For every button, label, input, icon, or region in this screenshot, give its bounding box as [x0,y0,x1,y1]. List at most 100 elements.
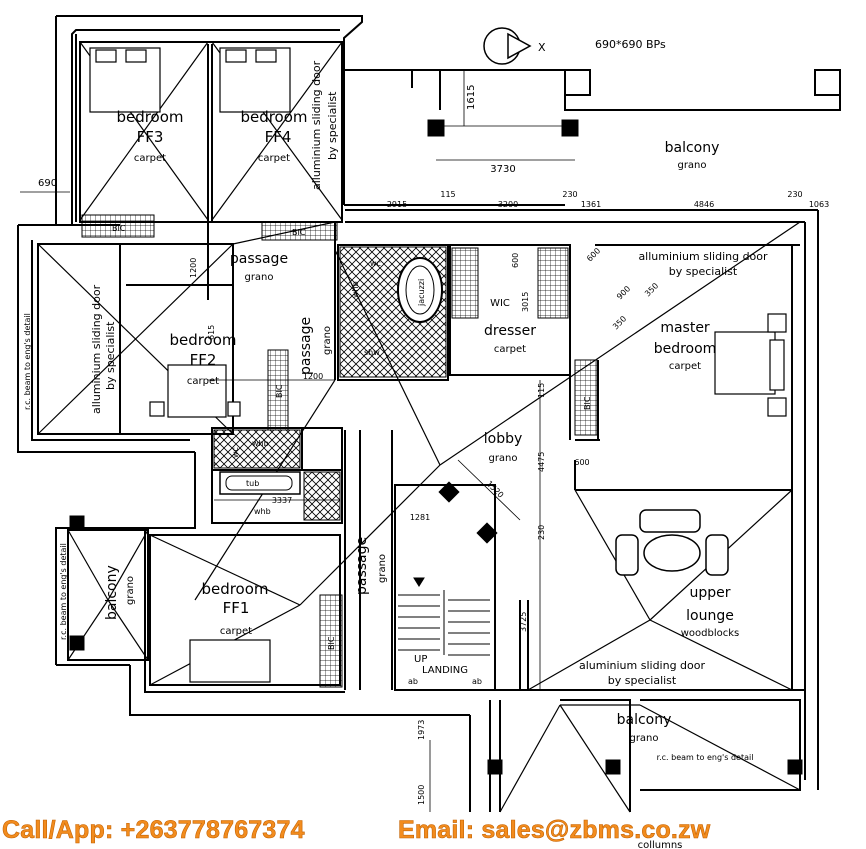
note-sliding-bottom-line1: aluminium sliding door [579,659,706,672]
dim-230b: 230 [787,190,802,199]
room-ff3-finish: carpet [134,153,166,164]
room-lounge-line2: lounge [686,608,734,624]
note-bps: 690*690 BPs [595,38,666,51]
bic-label-master: BIC [583,396,592,410]
room-lounge-finish: woodblocks [681,628,740,639]
dim-900: 900 [615,284,632,301]
note-sliding-left-line1: alluminium sliding door [90,284,103,414]
bic-label-ff2: BIC [275,384,284,398]
note-sliding-bottom-line2: by specialist [608,674,677,687]
dim-615: 615 [207,325,216,340]
note-beam-left1: r.c. beam to eng's detail [23,313,32,410]
jacuzzi-label: jacuzzi [417,279,426,307]
note-sliding-master-line1: alluminium sliding door [638,250,768,263]
room-lobby-finish: grano [488,453,517,464]
dim-3725: 3725 [519,612,528,632]
fixture-labels: BIC BIC BIC BIC BIC wc whb shw jacuzzi w… [112,224,592,650]
bic-cupboards [81,214,598,688]
room-passage-low-name: passage [354,537,370,595]
dim-3337: 3337 [272,496,292,505]
room-ff4-finish: carpet [258,153,290,164]
room-lobby-name: lobby [484,431,523,447]
dim-230a: 230 [562,190,577,199]
room-ff1-finish: carpet [220,626,252,637]
dim-1200a: 1200 [189,258,198,278]
dim-1063: 1063 [809,200,829,209]
dim-1361: 1361 [581,200,601,209]
dim-230c: 230 [537,525,546,540]
dim-350b: 350 [611,314,628,331]
walls [17,15,841,812]
dim-350a: 350 [643,281,660,298]
room-master-finish: carpet [669,361,701,372]
bic-label-ff1: BIC [327,636,336,650]
room-master-line2: bedroom [654,341,717,357]
room-master-line1: master [660,320,710,336]
note-sliding-master-line2: by specialist [669,265,738,278]
room-labels: bedroom FF3 carpet bedroom FF4 carpet pa… [104,108,739,744]
dim-1973: 1973 [417,720,426,740]
shw-label: shw [364,348,380,357]
notes: 690*690 BPs alluminium sliding door by s… [23,38,768,849]
dim-2915: 2915 [387,200,407,209]
note-sliding-left-line2: by specialist [104,321,117,390]
room-balcony-top-name: balcony [665,140,720,156]
stairs [398,577,490,656]
tiled-areas [213,246,447,521]
room-passage-low-finish: grano [377,554,388,583]
room-ff2-name: bedroom [169,331,236,349]
note-sliding-top-line2: by specialist [326,91,339,160]
note-beam-left2: r.c. beam to eng's detail [59,543,68,640]
room-balcony-bottom-finish: grano [629,733,658,744]
room-ff3-code: FF3 [137,128,164,146]
landing-ab-left: ab [408,677,418,686]
dim-1615: 1615 [466,85,477,110]
contact-phone: Call/App: +263778767374 [2,816,305,845]
whb-label-ensuite: whb [351,281,360,298]
room-ff2-finish: carpet [187,376,219,387]
note-columns: collumns [638,840,683,849]
dimension-labels: 1615 3730 690 2915 115 3200 230 1361 484… [38,85,829,805]
beds [89,47,787,683]
room-ff4-name: bedroom [240,108,307,126]
columns [69,119,803,775]
lounge-suite [615,509,729,576]
landing-up: UP [414,654,427,665]
room-balcony-left-finish: grano [125,576,136,605]
landing-name: LANDING [422,665,468,676]
wc-label-ensuite: wc [370,259,381,268]
tub-label: tub [246,479,259,488]
dim-115b: 115 [537,383,546,398]
dim-1281: 1281 [410,513,430,522]
room-ff4-code: FF4 [265,128,292,146]
north-arrow-icon [483,27,532,65]
room-passage-top-finish: grano [244,272,273,283]
dim-690: 690 [38,178,57,189]
room-ff3-name: bedroom [116,108,183,126]
room-balcony-top-finish: grano [677,160,706,171]
room-dresser-finish: carpet [494,344,526,355]
room-dresser-tag: WIC [490,298,510,309]
wc-label-bath: wc [231,447,240,458]
room-ff1-code: FF1 [223,599,250,617]
dim-600b: 600 [585,246,602,263]
contact-email: Email: sales@zbms.co.zw [398,816,711,845]
dim-1200b: 1200 [303,372,323,381]
dim-115a: 115 [440,190,455,199]
room-ff1-name: bedroom [201,580,268,598]
bic-label-ff3: BIC [112,224,126,233]
dim-600a: 600 [511,253,520,268]
room-passage-mid-finish: grano [322,326,333,355]
north-label: X [538,41,546,54]
dim-600c: 600 [574,458,589,467]
note-sliding-top-line1: alluminium sliding door [310,60,323,190]
dim-4475: 4475 [537,452,546,472]
dim-3200: 3200 [498,200,518,209]
dim-4846: 4846 [694,200,714,209]
dim-3730: 3730 [490,164,515,175]
room-passage-mid-name: passage [298,317,314,375]
landing-ab-right: ab [472,677,482,686]
room-balcony-left-name: balcony [104,565,120,620]
contact-banner: Call/App: +263778767374 Email: sales@zbm… [0,812,866,849]
